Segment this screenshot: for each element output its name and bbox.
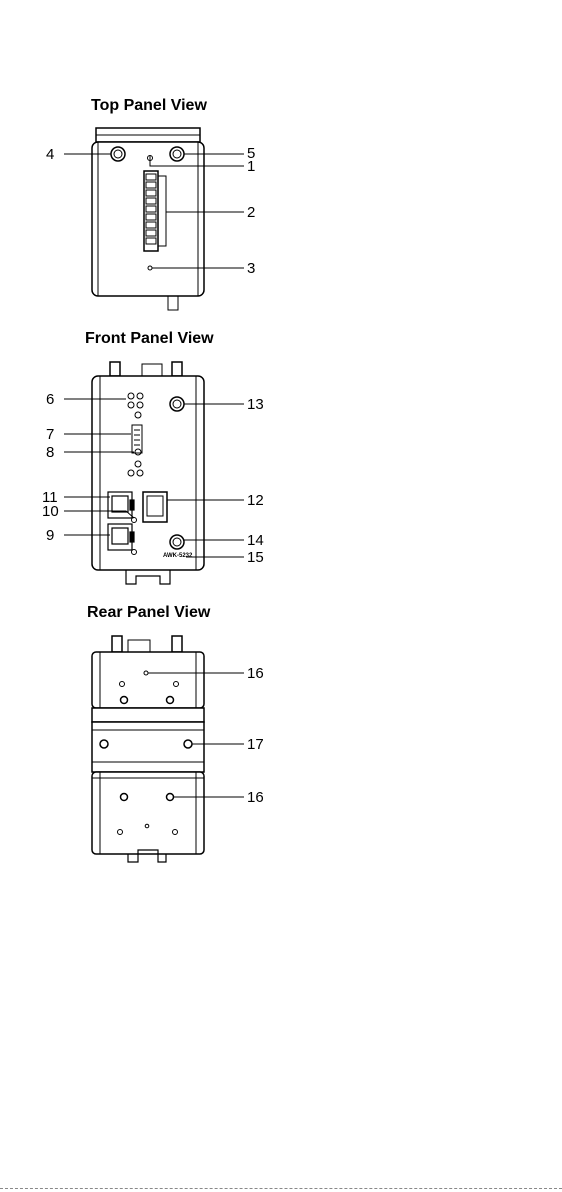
callout-12: 12 xyxy=(247,493,264,508)
callout-1: 1 xyxy=(247,159,255,174)
callout-4: 4 xyxy=(46,147,54,162)
callout-13: 13 xyxy=(247,397,264,412)
rear-antenna-left xyxy=(112,636,122,652)
callout-6: 6 xyxy=(46,392,54,407)
rear-lower-body xyxy=(92,772,204,854)
front-antenna-right xyxy=(172,362,182,376)
callout-14: 14 xyxy=(247,533,264,548)
front-din-clip xyxy=(126,570,170,584)
page-bottom-rule xyxy=(0,1188,562,1189)
rear-panel-title: Rear Panel View xyxy=(87,604,210,622)
top-panel-drawing xyxy=(64,128,244,310)
front-terminal-top xyxy=(142,364,162,376)
callout-16-upper: 16 xyxy=(247,666,264,681)
front-antenna-left xyxy=(110,362,120,376)
bottom-cable-stub xyxy=(168,296,178,310)
callout-8: 8 xyxy=(46,445,54,460)
callout-3: 3 xyxy=(247,261,255,276)
callout-2: 2 xyxy=(247,205,255,220)
callout-15: 15 xyxy=(247,550,264,565)
rear-antenna-right xyxy=(172,636,182,652)
top-panel-title: Top Panel View xyxy=(91,97,207,115)
rear-panel-drawing xyxy=(92,636,244,862)
callout-16-lower: 16 xyxy=(247,790,264,805)
rear-upper-body xyxy=(92,652,204,708)
front-panel-title: Front Panel View xyxy=(85,330,214,348)
model-label: AWK-5232 xyxy=(163,553,192,559)
callout-17: 17 xyxy=(247,737,264,752)
front-panel-drawing xyxy=(64,362,244,584)
callout-7: 7 xyxy=(46,427,54,442)
ethernet-port-lower xyxy=(108,524,134,550)
callout-9: 9 xyxy=(46,528,54,543)
din-bracket-top xyxy=(92,708,204,722)
callout-10: 10 xyxy=(42,504,59,519)
rear-terminal-top xyxy=(128,640,150,652)
